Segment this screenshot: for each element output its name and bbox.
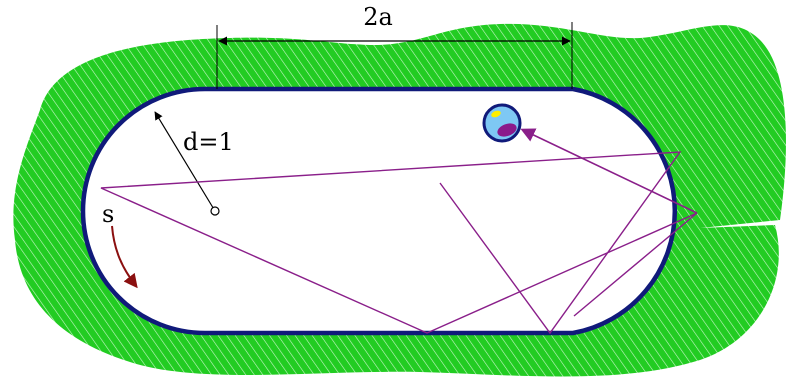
arclength-arrow <box>111 225 138 289</box>
billiard-ball-icon <box>482 103 522 143</box>
arclength-label: s <box>102 200 114 228</box>
center-point <box>210 206 220 216</box>
width-label: 2a <box>363 3 393 31</box>
trajectory-final-arrow <box>520 128 698 214</box>
stadium-boundary <box>80 86 678 336</box>
radius-label: d=1 <box>183 128 234 156</box>
radius-arrow <box>154 111 216 212</box>
